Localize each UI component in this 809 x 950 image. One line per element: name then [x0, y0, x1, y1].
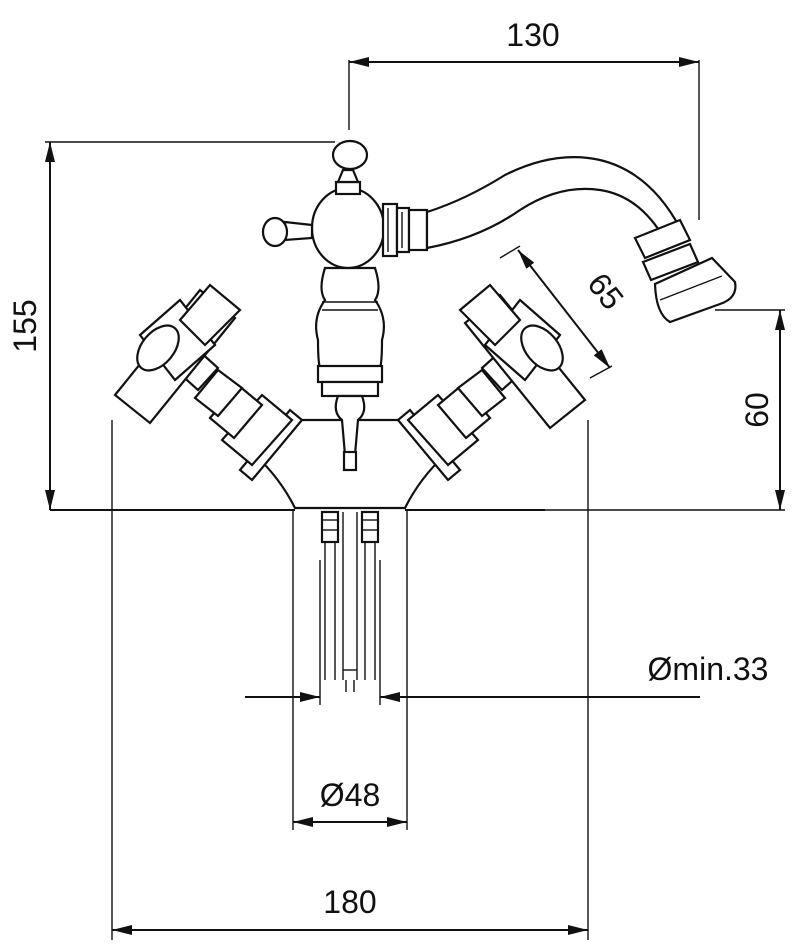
- dim-label-65: 65: [581, 266, 631, 316]
- spout-nozzle: [633, 218, 737, 324]
- spout-collar-ring-3: [407, 208, 429, 252]
- spout-collar-ring-1: [381, 202, 399, 258]
- dim-label-min33: Ømin.33: [648, 651, 769, 687]
- dim-label-155: 155: [7, 299, 43, 352]
- right-cross-handle: [396, 283, 587, 482]
- dim-label-60: 60: [739, 392, 775, 428]
- dim-line-65: [517, 249, 611, 369]
- knob-neck: [334, 180, 362, 196]
- dim-label-48: Ø48: [320, 777, 380, 813]
- faucet-outline: [50, 139, 737, 692]
- left-lever: [283, 220, 314, 242]
- dim-label-180: 180: [323, 884, 376, 920]
- dim-label-130: 130: [506, 17, 559, 53]
- supply-pipes: [320, 510, 380, 692]
- column-collar-lower: [320, 380, 380, 398]
- top-knob: [331, 139, 369, 171]
- central-column: [315, 266, 385, 370]
- dimension-lines: [45, 57, 785, 940]
- column-collar: [316, 364, 384, 384]
- spout-collar-ring-2: [395, 206, 411, 254]
- central-head: [310, 186, 386, 270]
- left-cross-handle: [113, 283, 304, 482]
